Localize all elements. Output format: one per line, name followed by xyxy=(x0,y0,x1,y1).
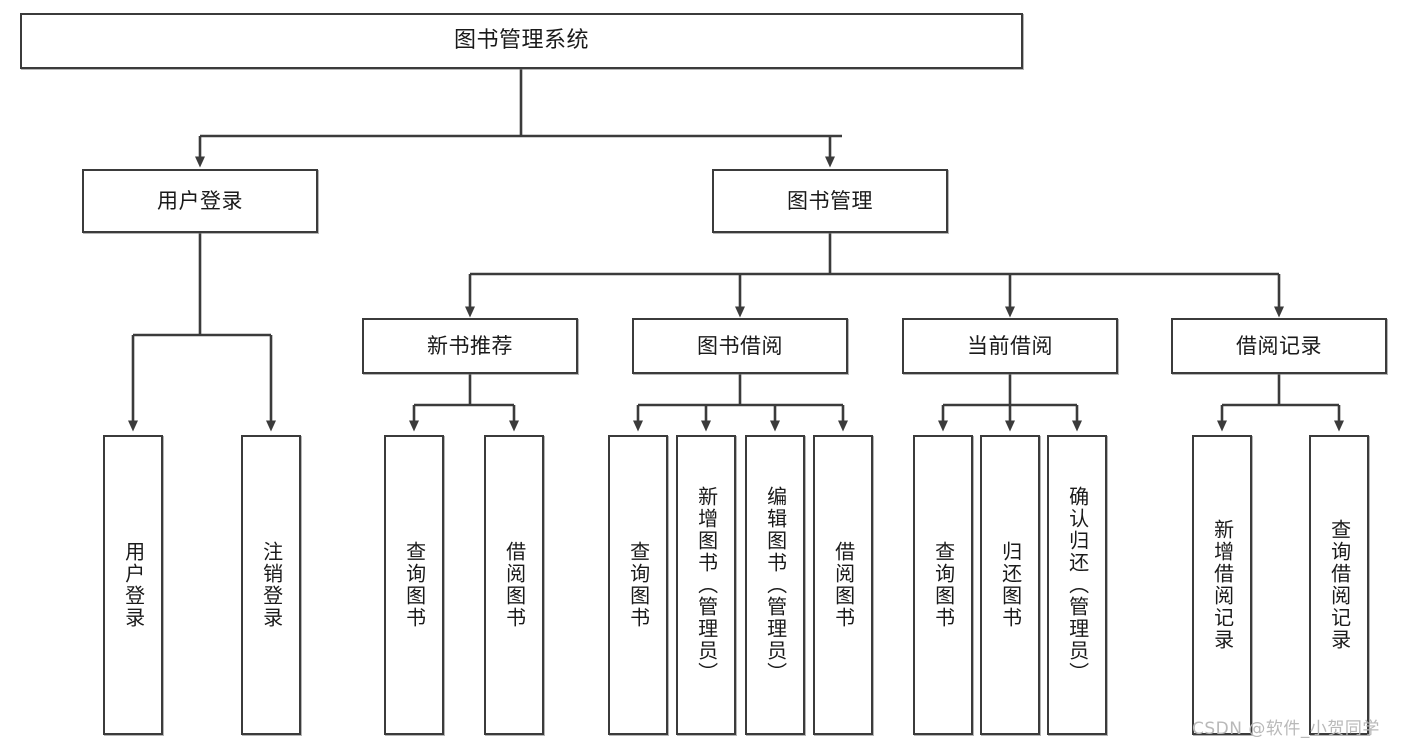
node-book-borrow[interactable]: 图书借阅 xyxy=(632,318,848,374)
node-label: 图书管理系统 xyxy=(453,28,589,54)
node-label: 编辑图书（管理员） xyxy=(763,486,788,684)
node-label: 新增借阅记录 xyxy=(1210,519,1235,651)
node-label: 注销登录 xyxy=(259,541,284,629)
node-label: 查询图书 xyxy=(626,541,651,629)
leaf-query-borrow-record[interactable]: 查询借阅记录 xyxy=(1309,435,1369,735)
node-user-login[interactable]: 用户登录 xyxy=(82,169,318,233)
node-borrow-record[interactable]: 借阅记录 xyxy=(1171,318,1387,374)
node-label: 借阅记录 xyxy=(1236,333,1322,358)
node-label: 查询借阅记录 xyxy=(1327,519,1352,651)
csdn-watermark: CSDN @软件_小贺同学 xyxy=(1192,719,1380,739)
node-label: 当前借阅 xyxy=(967,333,1053,358)
leaf-query-book-rec[interactable]: 查询图书 xyxy=(384,435,444,735)
node-label: 新增图书（管理员） xyxy=(694,486,719,684)
node-label: 借阅图书 xyxy=(502,541,527,629)
leaf-confirm-return-admin[interactable]: 确认归还（管理员） xyxy=(1047,435,1107,735)
leaf-edit-book-admin[interactable]: 编辑图书（管理员） xyxy=(745,435,805,735)
leaf-user-login[interactable]: 用户登录 xyxy=(103,435,163,735)
node-label: 确认归还（管理员） xyxy=(1065,486,1090,684)
leaf-add-book-admin[interactable]: 新增图书（管理员） xyxy=(676,435,736,735)
leaf-add-borrow-record[interactable]: 新增借阅记录 xyxy=(1192,435,1252,735)
node-book-management[interactable]: 图书管理 xyxy=(712,169,948,233)
node-new-book-recommend[interactable]: 新书推荐 xyxy=(362,318,578,374)
node-root-system[interactable]: 图书管理系统 xyxy=(20,13,1023,69)
leaf-borrow-book[interactable]: 借阅图书 xyxy=(813,435,873,735)
node-current-borrow[interactable]: 当前借阅 xyxy=(902,318,1118,374)
leaf-return-book[interactable]: 归还图书 xyxy=(980,435,1040,735)
leaf-logout[interactable]: 注销登录 xyxy=(241,435,301,735)
node-label: 图书管理 xyxy=(787,188,873,213)
node-label: 查询图书 xyxy=(402,541,427,629)
leaf-query-book-borrow[interactable]: 查询图书 xyxy=(608,435,668,735)
node-label: 借阅图书 xyxy=(831,541,856,629)
leaf-query-book-current[interactable]: 查询图书 xyxy=(913,435,973,735)
node-label: 新书推荐 xyxy=(427,333,513,358)
leaf-borrow-book-rec[interactable]: 借阅图书 xyxy=(484,435,544,735)
node-label: 归还图书 xyxy=(998,541,1023,629)
node-label: 查询图书 xyxy=(931,541,956,629)
node-label: 用户登录 xyxy=(121,541,146,629)
node-label: 图书借阅 xyxy=(697,333,783,358)
node-label: 用户登录 xyxy=(157,188,243,213)
